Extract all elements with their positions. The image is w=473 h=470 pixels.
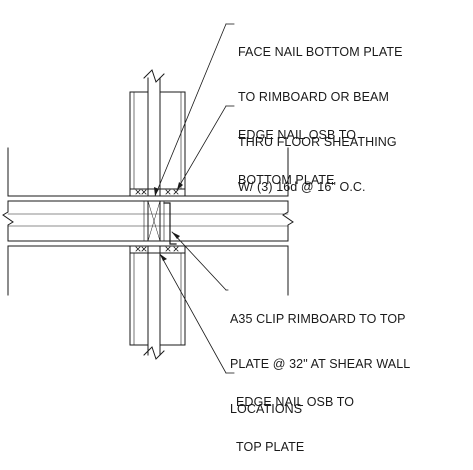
upper-wall [129,69,186,197]
arrowhead-edge-nail-bottom [177,182,183,190]
leader-arrowheads [154,182,183,261]
arrowhead-a35-clip [172,232,180,239]
nail-mark-bottom-plate-left [135,189,147,195]
note-line: A35 CLIP RIMBOARD TO TOP [230,312,406,326]
leader-a35-clip [171,231,227,291]
note-line: EDGE NAIL OSB TO [236,395,355,409]
arrowhead-face-nail [154,187,159,196]
upper-wall-break-line [143,69,165,83]
note-line: PLATE @ 32" AT SHEAR WALL [230,357,411,371]
leader-face-nail [154,23,227,197]
note-line: EDGE NAIL OSB TO [238,128,357,142]
nail-mark-top-plate-right [165,246,179,252]
a35-clip [163,202,177,245]
nail-mark-bottom-plate-right [165,189,179,195]
edge-nail-top-plate-note: EDGE NAIL OSB TO TOP PLATE [236,365,354,470]
leader-edge-nail-bottom [176,105,227,191]
note-line: TO RIMBOARD OR BEAM [238,90,389,104]
edge-nail-bottom-plate-note: EDGE NAIL OSB TO BOTTOM PLATE [238,98,356,203]
note-line: FACE NAIL BOTTOM PLATE [238,45,403,59]
top-plate [129,245,186,254]
arrowhead-edge-nail-top [160,254,167,261]
nail-mark-top-plate-left [135,246,147,252]
left-break-line [2,200,14,242]
wall-floor-section-detail [2,23,294,374]
nail-marks [135,189,179,252]
note-line: TOP PLATE [236,440,305,454]
rimboard-hatch-2 [147,200,161,242]
note-line: THRU FLOOR SHEATHING [238,135,397,149]
leader-lines [154,23,235,374]
adjacent-wall-lines [7,147,289,296]
note-line: W/ (3) 16d @ 16" O.C. [238,180,366,194]
right-break-line [282,200,294,242]
lower-wall [129,245,186,360]
note-line: BOTTOM PLATE [238,173,335,187]
rimboard [147,200,161,242]
rimboard-detail [143,200,165,242]
leader-edge-nail-top [159,253,227,374]
face-nail-note: FACE NAIL BOTTOM PLATE TO RIMBOARD OR BE… [238,15,403,210]
lower-wall-break-line [143,346,165,360]
